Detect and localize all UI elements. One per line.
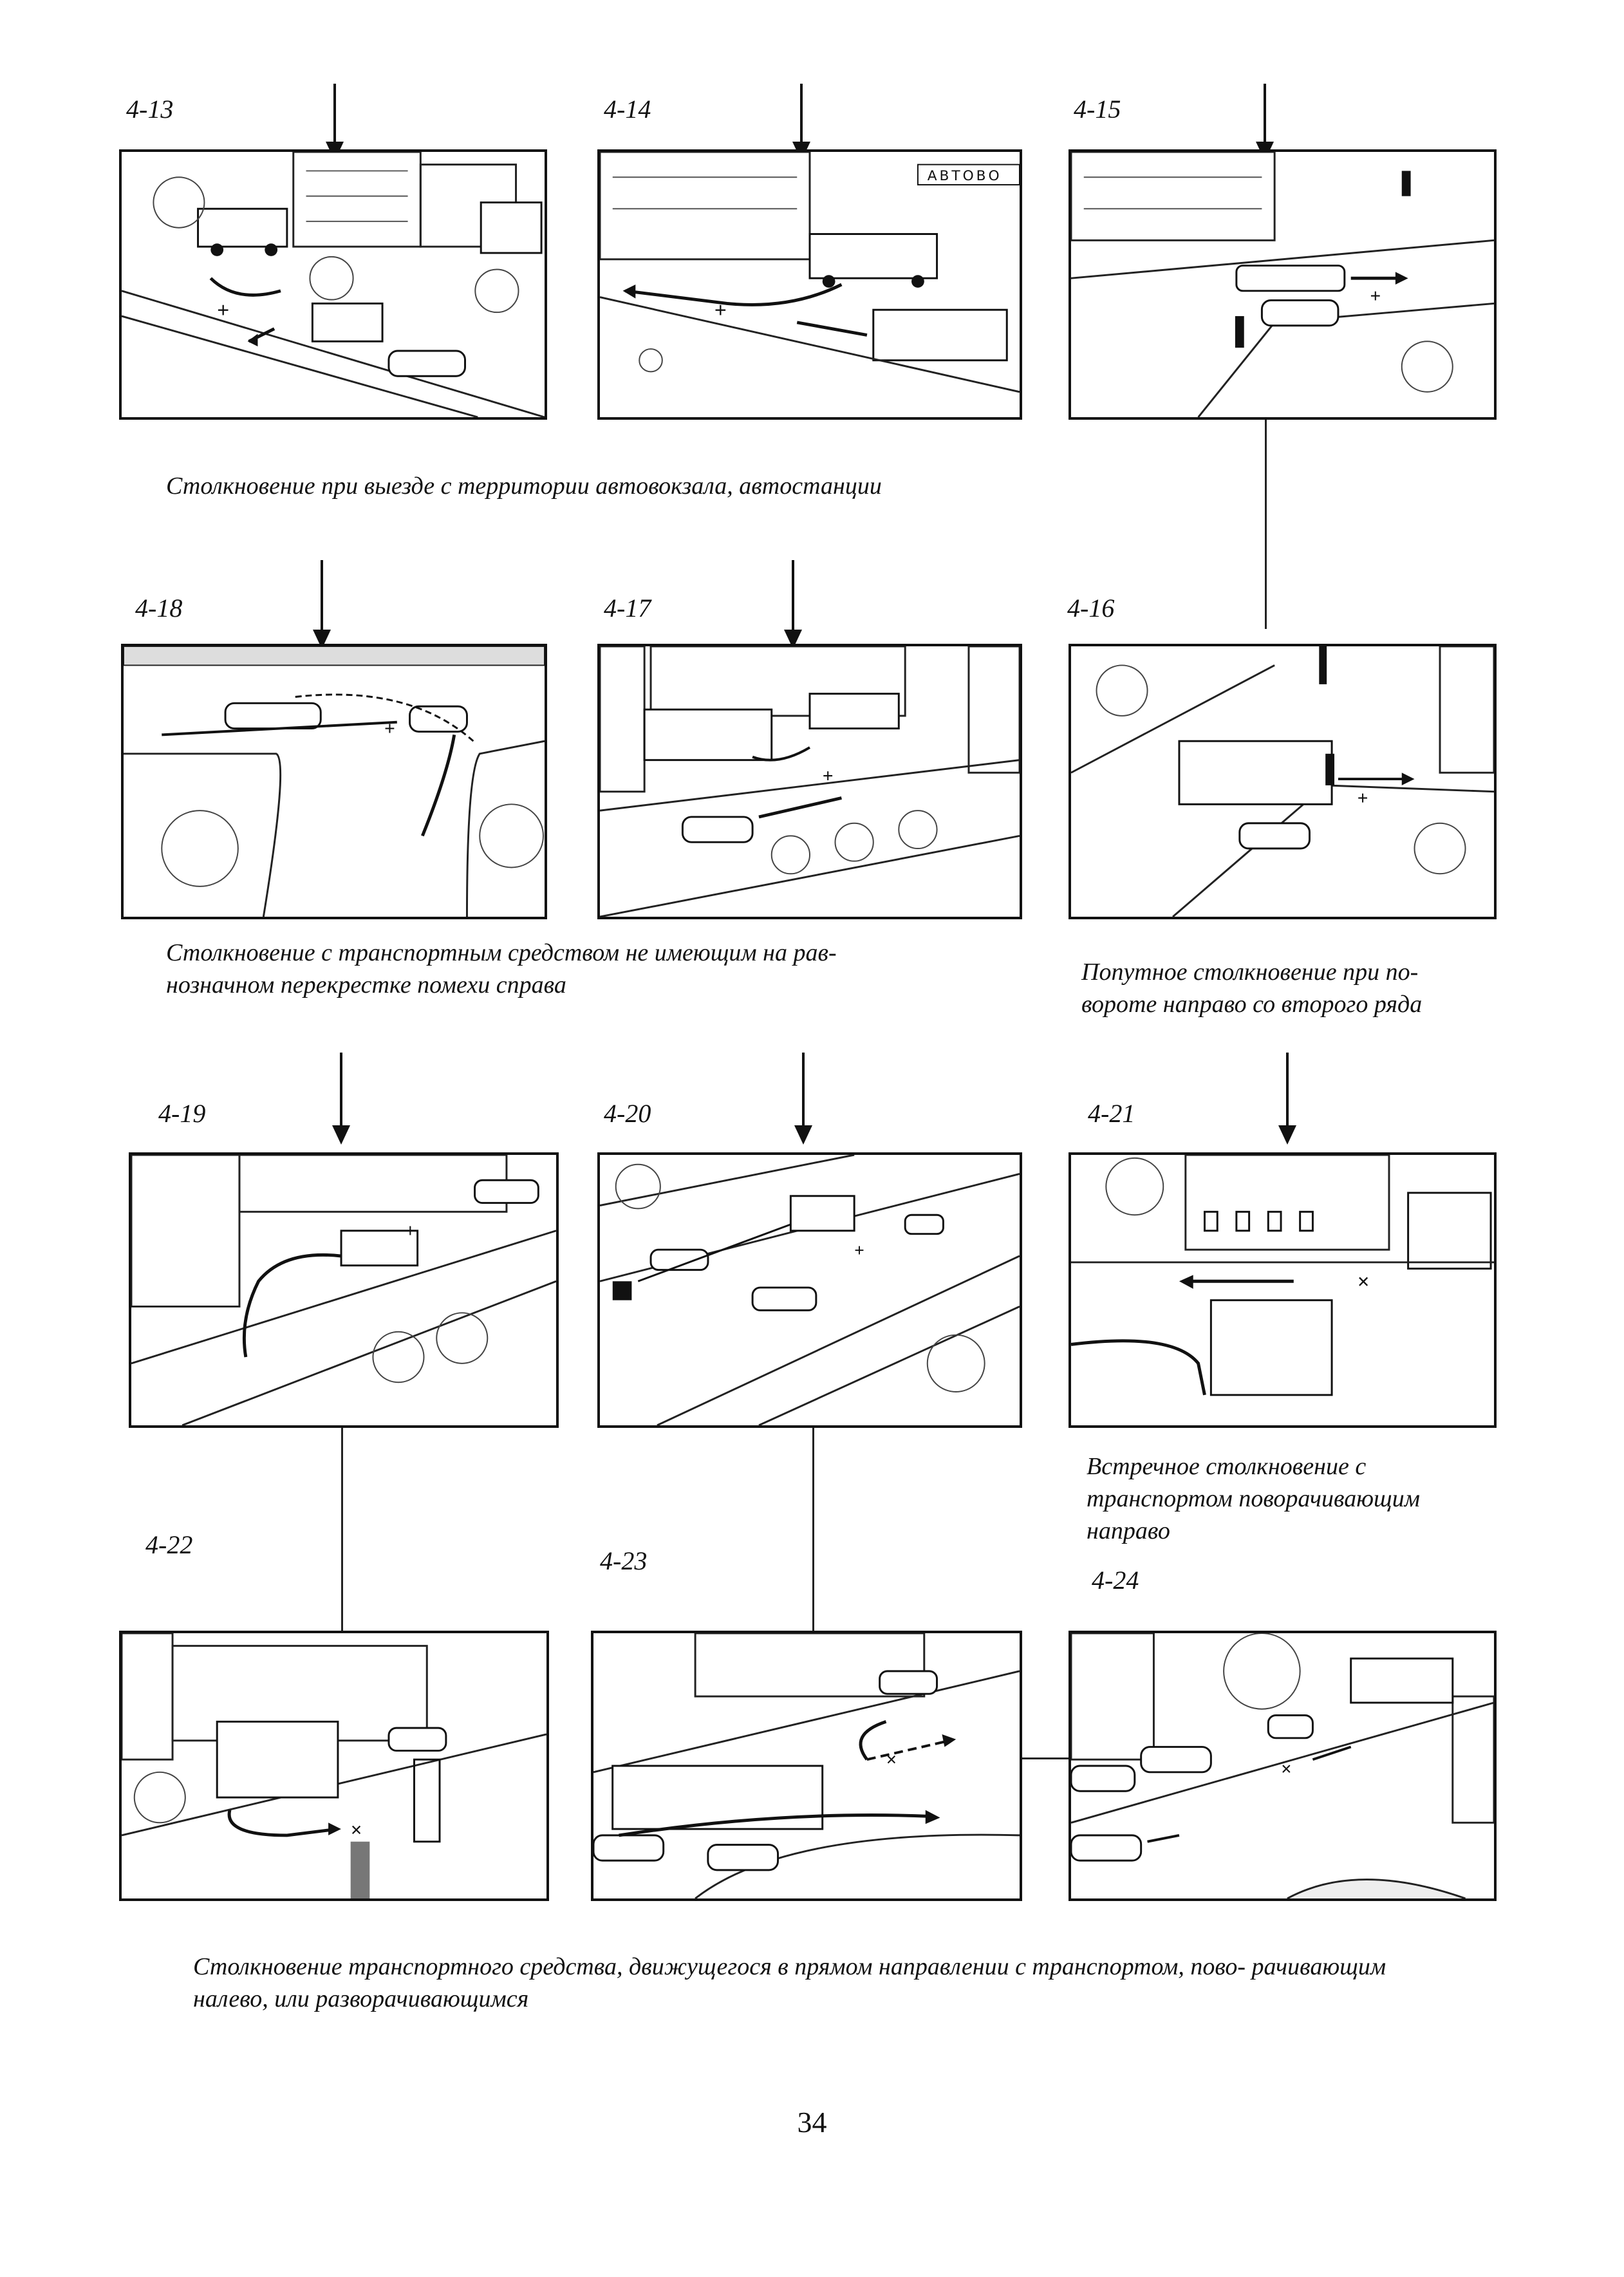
caption-right-turn-second-lane: Попутное столкновение при по- вороте нап… [1081, 959, 1423, 1018]
svg-text:+: + [1358, 788, 1368, 809]
svg-text:×: × [1358, 1270, 1370, 1294]
figure-label-4-18: 4-18 [135, 594, 183, 623]
illustration-4-18: + [121, 644, 547, 919]
page-number: 34 [797, 2106, 827, 2139]
illustration-4-23: × [591, 1631, 1022, 1901]
illustration-4-20: + [597, 1152, 1022, 1428]
caption-equal-intersection: Столкновение с транспортным средством не… [166, 939, 837, 998]
illustration-4-17: + [597, 644, 1022, 919]
illustration-4-16: + [1069, 644, 1497, 919]
figure-label-4-21: 4-21 [1088, 1099, 1135, 1128]
caption-straight-vs-left-turn: Столкновение транспортного средства, дви… [193, 1953, 1386, 2012]
illustration-4-22: × [119, 1631, 549, 1901]
svg-text:+: + [1370, 286, 1381, 307]
svg-text:×: × [351, 1819, 362, 1841]
connector-line-4-20-to-4-23 [812, 1428, 814, 1631]
figure-label-4-16: 4-16 [1067, 594, 1115, 623]
figure-label-4-22: 4-22 [145, 1530, 193, 1559]
svg-text:+: + [405, 1221, 416, 1242]
figure-label-4-14: 4-14 [604, 95, 651, 124]
station-sign: АВТОВО [928, 168, 1002, 184]
figure-label-4-17: 4-17 [604, 594, 651, 623]
svg-text:+: + [217, 299, 229, 323]
illustration-4-21: × [1069, 1152, 1497, 1428]
figure-label-4-20: 4-20 [604, 1099, 651, 1128]
figure-label-4-13: 4-13 [126, 95, 174, 124]
svg-text:+: + [823, 766, 834, 787]
illustration-4-14: АВТОВО + [597, 149, 1022, 420]
svg-text:×: × [886, 1750, 897, 1770]
svg-text:+: + [854, 1240, 864, 1260]
figure-label-4-24: 4-24 [1092, 1566, 1139, 1595]
figure-label-4-19: 4-19 [158, 1099, 206, 1128]
illustration-4-24: × [1069, 1631, 1497, 1901]
illustration-4-13: + [119, 149, 547, 420]
figure-label-4-23: 4-23 [600, 1546, 648, 1575]
connector-line-4-19-to-4-22 [341, 1428, 343, 1631]
figure-label-4-15: 4-15 [1074, 95, 1121, 124]
svg-text:+: + [714, 299, 727, 323]
svg-text:×: × [1281, 1759, 1292, 1780]
connector-line-4-15-to-4-16 [1265, 420, 1267, 629]
illustration-4-19: + [129, 1152, 559, 1428]
caption-bus-station-exit: Столкновение при выезде с территории авт… [166, 473, 882, 500]
connector-line-4-23-to-4-24 [1022, 1757, 1069, 1759]
svg-text:+: + [384, 718, 395, 739]
caption-oncoming-right-turn: Встречное столкновение с транспортом пов… [1087, 1453, 1420, 1544]
illustration-4-15: + [1069, 149, 1497, 420]
